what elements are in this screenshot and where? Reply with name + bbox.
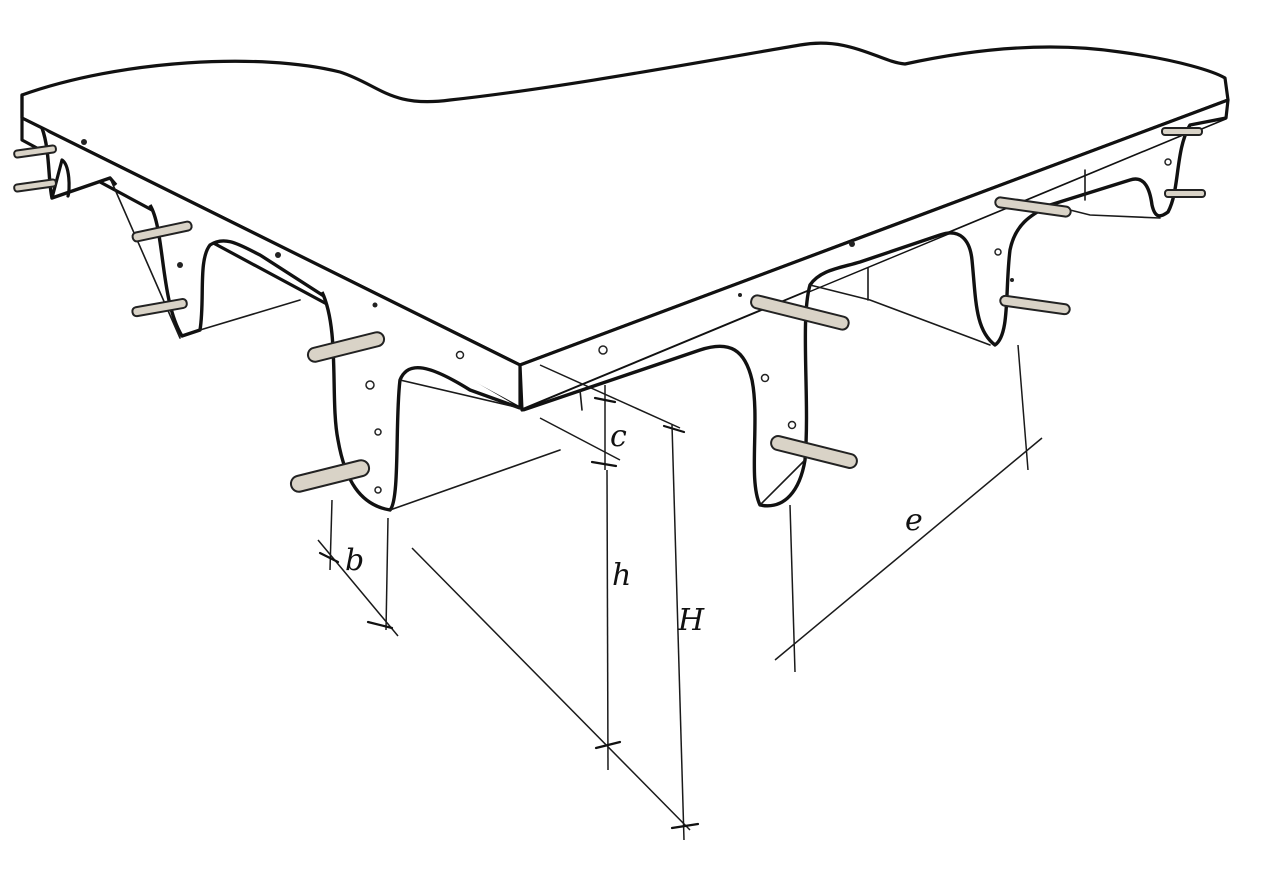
label-h: h bbox=[612, 558, 631, 593]
rebar-right-3b bbox=[1164, 189, 1206, 198]
slab-top-surface bbox=[20, 41, 1230, 367]
rebar-right-2b bbox=[999, 294, 1071, 316]
aggregate-specks bbox=[81, 139, 1172, 494]
rebar-left-3b bbox=[289, 459, 371, 493]
rebar-right-1b bbox=[770, 435, 858, 469]
dimension-c bbox=[539, 364, 686, 470]
dimension-e bbox=[774, 344, 1043, 673]
label-c: c bbox=[610, 419, 627, 454]
rebar-left-1b bbox=[13, 178, 57, 193]
rebar-right-1a bbox=[750, 294, 850, 331]
rib-inner-line-3 bbox=[579, 169, 1086, 411]
rebar-left-2a bbox=[131, 220, 193, 243]
rebar-left-2b bbox=[131, 298, 188, 318]
dimension-b bbox=[317, 499, 399, 637]
rebar-right-2a bbox=[994, 196, 1072, 218]
rebar-right-3a bbox=[1161, 127, 1203, 136]
rib-right-1 bbox=[522, 116, 1227, 508]
rebar-left-1a bbox=[13, 144, 57, 159]
label-H: H bbox=[677, 603, 705, 638]
label-e: e bbox=[905, 503, 923, 538]
dimension-H bbox=[411, 424, 700, 841]
rib-left-1-web bbox=[50, 158, 71, 200]
rebar-left-3a bbox=[306, 331, 386, 363]
rib-left-2 bbox=[148, 204, 331, 338]
label-b: b bbox=[345, 543, 364, 578]
dimension-h bbox=[594, 469, 622, 771]
rebar-group bbox=[13, 127, 1206, 493]
rib-inner-line-1 bbox=[109, 177, 561, 511]
